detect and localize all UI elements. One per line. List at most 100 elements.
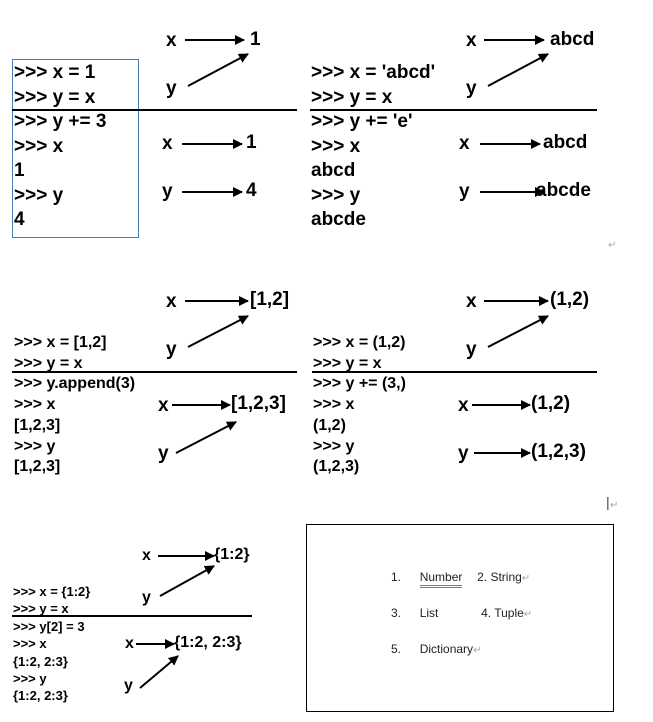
- tuple-mid-value: (1,2): [531, 393, 571, 414]
- code-line: >>> y = x: [14, 86, 96, 108]
- code-line: >>> x = (1,2): [313, 334, 406, 351]
- dict-top-y-label: y: [142, 589, 151, 606]
- paragraph-mark: ↵: [608, 240, 617, 251]
- code-line: >>> x: [313, 396, 355, 414]
- dict-top-x-label: x: [142, 547, 151, 564]
- code-line: >>> y += (3,): [313, 375, 406, 393]
- tuple-divider: [312, 371, 597, 373]
- number-bot-value: 4: [246, 180, 257, 201]
- paragraph-mark: ↵: [521, 573, 531, 584]
- dict-divider: [12, 615, 252, 617]
- tuple-top-value: (1,2): [550, 289, 590, 310]
- string-top-x-label: x: [466, 30, 477, 51]
- code-line: >>> y.append(3): [14, 375, 136, 393]
- tuple-top-x-label: x: [466, 291, 477, 312]
- number-bot-y-label: y: [162, 181, 173, 202]
- legend-item-num: 1.: [391, 570, 402, 584]
- code-line: >>> y: [14, 184, 64, 206]
- code-line: (1,2): [313, 416, 346, 434]
- legend-item-label: Number: [419, 570, 463, 588]
- list-top-y-label: y: [166, 339, 177, 360]
- code-line: 4: [14, 209, 25, 230]
- dict-mid-value: {1:2, 2:3}: [174, 634, 242, 651]
- list-code: >>> x = [1,2] >>> y = x >>> y.append(3) …: [14, 333, 135, 478]
- text-cursor: |: [606, 494, 610, 510]
- code-line: 1: [14, 160, 25, 181]
- paragraph-mark: ↵: [610, 500, 619, 511]
- list-mid-x-label: x: [158, 395, 169, 416]
- code-line: abcd: [311, 160, 356, 181]
- string-divider: [310, 109, 597, 111]
- dict-mid-x-label: x: [125, 635, 134, 652]
- number-divider: [12, 109, 297, 111]
- legend-item-dictionary: 5. Dictionary↵: [391, 642, 481, 656]
- string-code: >>> x = 'abcd' >>> y = x >>> y += 'e' >>…: [311, 61, 435, 233]
- code-line: >>> x: [311, 135, 361, 157]
- paragraph-mark: ↵: [523, 609, 533, 620]
- code-line: >>> y: [311, 184, 361, 206]
- arrow-number-y-top: [187, 53, 249, 87]
- legend-item-label: Dictionary: [419, 642, 474, 656]
- legend-item-label: List: [419, 606, 439, 620]
- code-line: >>> y = x: [13, 601, 69, 617]
- code-line: >>> y = x: [311, 86, 393, 108]
- string-mid-value: abcd: [543, 132, 588, 153]
- legend-item-num: 4.: [481, 606, 492, 620]
- code-line: {1:2, 2:3}: [13, 653, 68, 669]
- code-line: >>> y += 'e': [311, 111, 413, 132]
- list-top-value: [1,2]: [250, 289, 290, 310]
- arrow-dict-y-bot: [139, 655, 179, 689]
- tuple-bot-value: (1,2,3): [531, 441, 586, 462]
- code-line: >>> y: [13, 671, 47, 687]
- list-top-x-label: x: [166, 291, 177, 312]
- list-mid-value: [1,2,3]: [231, 393, 286, 414]
- dict-top-value: {1:2}: [214, 546, 250, 563]
- tuple-bot-y-label: y: [458, 443, 469, 464]
- code-line: (1,2,3): [313, 458, 360, 476]
- code-line: >>> x: [14, 135, 64, 157]
- code-line: >>> x: [14, 396, 56, 414]
- number-top-value: 1: [250, 29, 261, 50]
- legend-box: 1. Number 2. String↵ 3. List 4. Tuple↵ 5…: [306, 524, 614, 712]
- string-mid-x-label: x: [459, 133, 470, 154]
- number-mid-value: 1: [246, 132, 257, 153]
- dict-bot-y-label: y: [124, 677, 133, 694]
- arrow-list-y-bot: [175, 421, 237, 454]
- code-line: [1,2,3]: [14, 458, 61, 476]
- code-line: >>> x = {1:2}: [13, 584, 91, 599]
- number-code: >>> x = 1 >>> y = x >>> y += 3 >>> x 1 >…: [14, 61, 106, 233]
- arrow-tuple-y-top: [487, 315, 549, 348]
- legend-item-list: 3. List 4. Tuple↵: [391, 606, 532, 620]
- code-line: >>> x = 'abcd': [311, 62, 436, 83]
- legend-item-number: 1. Number 2. String↵: [391, 570, 531, 588]
- code-line: >>> y: [14, 437, 56, 455]
- code-line: >>> y[2] = 3: [13, 618, 85, 634]
- string-top-y-label: y: [466, 78, 477, 99]
- tuple-mid-x-label: x: [458, 395, 469, 416]
- code-line: >>> y: [313, 437, 355, 455]
- paragraph-mark: ↵: [473, 645, 482, 656]
- legend-item-label: String: [490, 570, 522, 584]
- string-bot-value: abcde: [536, 180, 591, 201]
- list-divider: [12, 371, 297, 373]
- arrow-list-y-top: [187, 315, 249, 348]
- legend-item-label: Tuple: [494, 606, 524, 620]
- tuple-code: >>> x = (1,2) >>> y = x >>> y += (3,) >>…: [313, 333, 406, 478]
- arrow-dict-y-top: [159, 565, 215, 597]
- string-top-value: abcd: [550, 29, 595, 50]
- code-line: >>> y += 3: [14, 111, 107, 132]
- string-bot-y-label: y: [459, 181, 470, 202]
- number-top-y-label: y: [166, 78, 177, 99]
- code-line: {1:2, 2:3}: [13, 688, 68, 704]
- code-line: [1,2,3]: [14, 416, 61, 434]
- code-line: >>> y = x: [313, 354, 382, 372]
- list-bot-y-label: y: [158, 443, 169, 464]
- code-line: abcde: [311, 209, 366, 230]
- code-line: >>> x = 1: [14, 62, 96, 83]
- dict-code: >>> x = {1:2} >>> y = x >>> y[2] = 3 >>>…: [13, 583, 90, 705]
- legend-item-num: 5.: [391, 642, 402, 656]
- code-line: >>> y = x: [14, 354, 83, 372]
- highlight-box: [12, 59, 139, 238]
- code-line: >>> x: [13, 636, 47, 652]
